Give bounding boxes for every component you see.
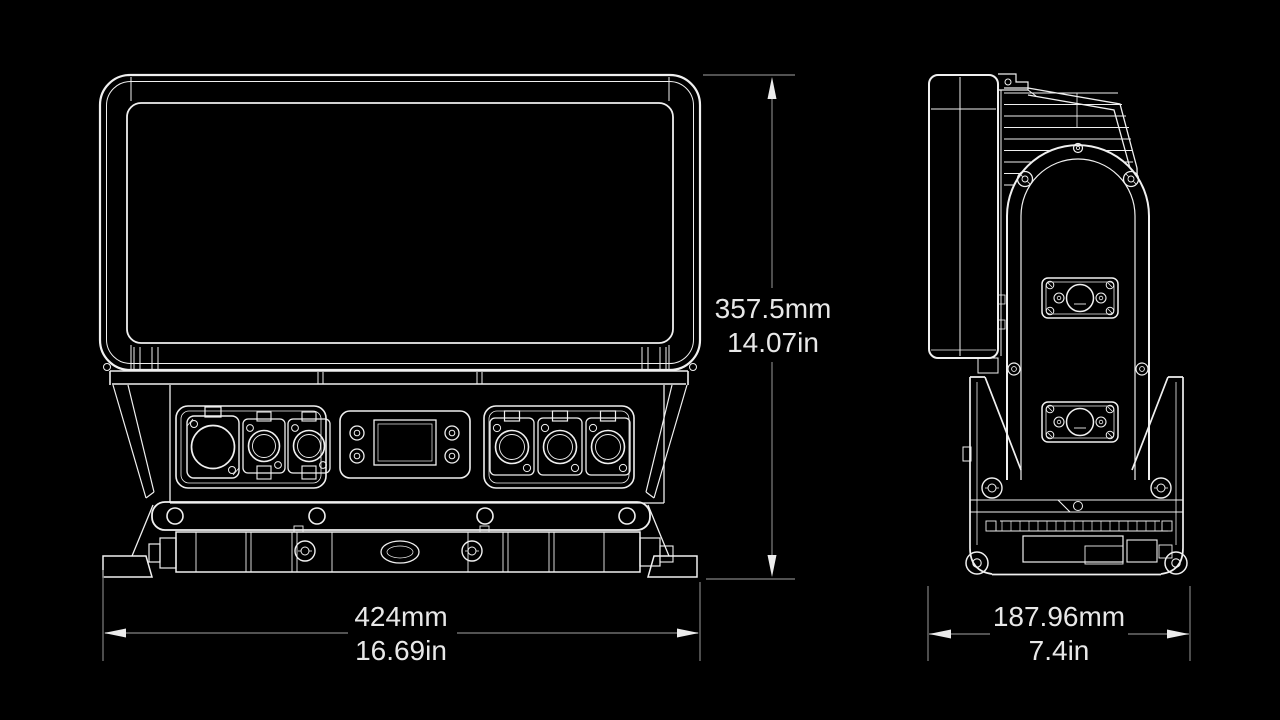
dimension-arrow [767, 77, 777, 99]
mounting-hole [308, 507, 326, 525]
dimension-arrow [104, 628, 126, 638]
clamp-screw [461, 540, 483, 562]
serrated-strip [985, 520, 1173, 532]
lens-area [126, 102, 674, 344]
dimension-arrow [767, 555, 777, 577]
height-mm-label: 357.5mm [715, 293, 832, 324]
display-button [444, 448, 460, 464]
foot-right [647, 555, 698, 578]
mounting-hole [166, 507, 184, 525]
side-brace-right [645, 384, 688, 499]
xlr-connector [489, 410, 535, 476]
height-in-label: 14.07in [727, 327, 819, 358]
connector-panel-right [483, 405, 635, 489]
side-panel [928, 74, 1002, 374]
width-mm-label: 424mm [354, 601, 447, 632]
bezel-seams [130, 77, 670, 369]
base-assembly [102, 504, 698, 578]
mounting-hole [476, 507, 494, 525]
depth-in-label: 7.4in [1029, 635, 1090, 666]
side-brace-left [112, 384, 155, 499]
clamp-screw [294, 540, 316, 562]
dimension-arrow [1167, 629, 1189, 639]
power-connector [186, 406, 240, 479]
front-panel [98, 73, 702, 372]
display-button [349, 448, 365, 464]
front-base [109, 370, 689, 504]
height-dimension: 357.5mm 14.07in [703, 74, 832, 580]
display-button [444, 425, 460, 441]
xlr-connector [287, 411, 331, 480]
display-button [349, 425, 365, 441]
front-view [98, 73, 702, 578]
foot-left [102, 555, 153, 578]
head-base [962, 376, 1188, 576]
width-in-label: 16.69in [355, 635, 447, 666]
lcd-screen [373, 419, 437, 466]
handle-slot [380, 540, 420, 564]
head-screw [981, 477, 1003, 499]
yoke-arch [1006, 142, 1150, 480]
panel-struts [133, 347, 667, 371]
mounting-hole [618, 507, 636, 525]
dimension-arrow [677, 628, 699, 638]
foot-circle [1164, 551, 1188, 575]
xlr-connector [585, 410, 631, 476]
dimension-arrow [929, 629, 951, 639]
depth-mm-label: 187.96mm [993, 601, 1125, 632]
display-panel [339, 410, 471, 479]
xlr-connector [537, 410, 583, 476]
xlr-connector [242, 411, 286, 480]
clamp-block [1022, 535, 1124, 563]
mounting-bar [151, 501, 651, 531]
width-dimension: 424mm 16.69in [102, 570, 701, 666]
depth-dimension: 187.96mm 7.4in [927, 586, 1191, 666]
foot-circle [965, 551, 989, 575]
side-view [928, 73, 1188, 576]
head-screw [1150, 477, 1172, 499]
rear-cover [1004, 87, 1138, 169]
connector-panel-left [175, 405, 331, 489]
